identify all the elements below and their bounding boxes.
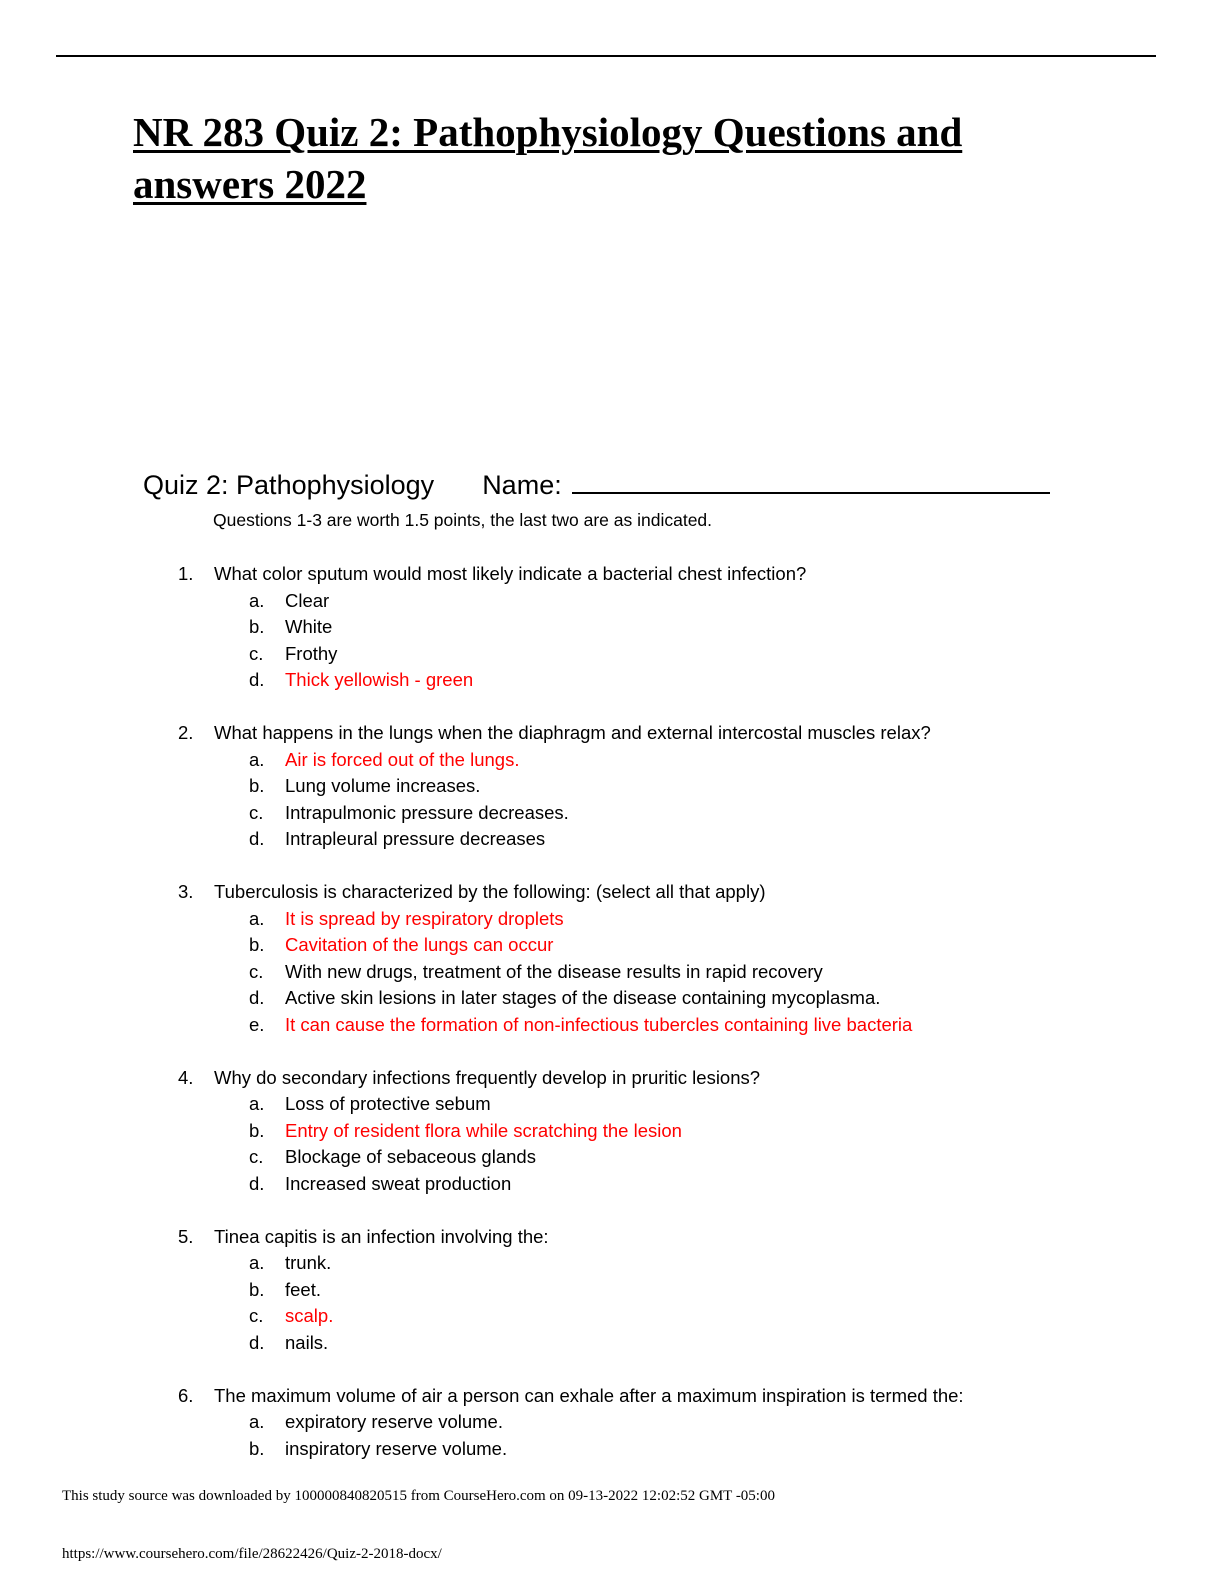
option: a. Clear	[178, 588, 1178, 615]
quiz-title: Quiz 2: Pathophysiology	[143, 470, 435, 500]
option: b. White	[178, 614, 1178, 641]
option: d. Thick yellowish - green	[178, 667, 1178, 694]
option-text: Loss of protective sebum	[285, 1093, 491, 1114]
question-number: 5.	[178, 1225, 194, 1247]
option: c. With new drugs, treatment of the disea…	[178, 959, 1178, 986]
option-letter: b.	[249, 1437, 265, 1459]
question-4: 4. Why do secondary infections frequently…	[178, 1065, 1178, 1198]
option-letter: a.	[249, 1093, 265, 1114]
option-letter: d.	[249, 1172, 265, 1194]
question-6: 6. The maximum volume of air a person can…	[178, 1383, 1178, 1463]
option: a. trunk.	[178, 1250, 1178, 1277]
option-letter: d.	[249, 669, 265, 690]
quiz-header: Quiz 2: Pathophysiology Name:	[143, 466, 1050, 504]
option-text: Clear	[285, 589, 330, 611]
option: c. scalp.	[178, 1303, 1178, 1330]
option-letter: c.	[249, 960, 264, 982]
correct-answer-text: Entry of resident flora while scratching…	[285, 1119, 682, 1141]
option-text: With new drugs, treatment of the disease…	[285, 960, 823, 982]
correct-answer-text: It is spread by respiratory droplets	[285, 907, 564, 929]
option: b. Lung volume increases.	[178, 773, 1178, 800]
option-text: expiratory reserve volume.	[285, 1411, 503, 1432]
option-letter: b.	[249, 1278, 265, 1300]
name-label: Name:	[482, 470, 562, 500]
question-5: 5. Tinea capitis is an infection involvin…	[178, 1224, 1178, 1357]
option: a. Air is forced out of the lungs.	[178, 747, 1178, 774]
question-number: 6.	[178, 1384, 194, 1406]
option-text: nails.	[285, 1331, 329, 1353]
option: d. Increased sweat production	[178, 1171, 1178, 1198]
option: b. inspiratory reserve volume.	[178, 1436, 1178, 1463]
option-text: Increased sweat production	[285, 1172, 512, 1194]
option-letter: a.	[249, 1411, 265, 1432]
option-text: Intrapleural pressure decreases	[285, 828, 546, 849]
option: d. nails.	[178, 1330, 1178, 1357]
question-number: 2.	[178, 722, 194, 743]
document-title: NR 283 Quiz 2: Pathophysiology Questions…	[133, 109, 963, 207]
question-text: Tuberculosis is characterized by the fol…	[214, 881, 766, 902]
name-blank-line	[571, 466, 1050, 494]
option: a. It is spread by respiratory droplets	[178, 906, 1178, 933]
correct-answer-text: It can cause the formation of non-infect…	[285, 1013, 913, 1035]
option: a. Loss of protective sebum	[178, 1091, 1178, 1118]
option-letter: b.	[249, 934, 265, 955]
option-letter: c.	[249, 1146, 264, 1167]
question-number: 1.	[178, 563, 194, 584]
question-text: The maximum volume of air a person can e…	[214, 1384, 964, 1406]
option-letter: d.	[249, 1331, 265, 1353]
correct-answer-text: Air is forced out of the lungs.	[285, 748, 520, 770]
question-3: 3. Tuberculosis is characterized by the f…	[178, 879, 1178, 1038]
question-number: 4.	[178, 1066, 194, 1088]
correct-answer-text: scalp.	[285, 1305, 334, 1326]
option-text: White	[285, 616, 333, 637]
option-letter: d.	[249, 987, 265, 1008]
option-letter: e.	[249, 1013, 265, 1035]
option: b. feet.	[178, 1277, 1178, 1304]
option-text: Lung volume increases.	[285, 775, 481, 796]
option-letter: c.	[249, 801, 264, 823]
question-text: What color sputum would most likely indi…	[214, 563, 807, 584]
option: c. Intrapulmonic pressure decreases.	[178, 800, 1178, 827]
option-letter: a.	[249, 1252, 265, 1273]
option-text: Active skin lesions in later stages of t…	[285, 987, 881, 1008]
option: c. Blockage of sebaceous glands	[178, 1144, 1178, 1171]
option-text: Blockage of sebaceous glands	[285, 1146, 536, 1167]
question-2: 2. What happens in the lungs when the dia…	[178, 720, 1178, 853]
option: d. Active skin lesions in later stages of…	[178, 985, 1178, 1012]
option: c. Frothy	[178, 641, 1178, 668]
option-letter: b.	[249, 1119, 265, 1141]
header-divider	[56, 55, 1156, 57]
option-letter: a.	[249, 748, 265, 770]
option-letter: a.	[249, 589, 265, 611]
option-text: inspiratory reserve volume.	[285, 1437, 508, 1459]
option: d. Intrapleural pressure decreases	[178, 826, 1178, 853]
option-text: Intrapulmonic pressure decreases.	[285, 801, 569, 823]
option-letter: a.	[249, 907, 265, 929]
option: e. It can cause the formation of non-infe…	[178, 1012, 1178, 1039]
question-text: What happens in the lungs when the diaph…	[214, 722, 931, 743]
option: b. Cavitation of the lungs can occur	[178, 932, 1178, 959]
correct-answer-text: Cavitation of the lungs can occur	[285, 934, 554, 955]
option-text: feet.	[285, 1278, 321, 1300]
option-letter: c.	[249, 642, 264, 664]
correct-answer-text: Thick yellowish - green	[285, 669, 474, 690]
option: a. expiratory reserve volume.	[178, 1409, 1178, 1436]
option-text: trunk.	[285, 1252, 332, 1273]
option-letter: d.	[249, 828, 265, 849]
option-letter: b.	[249, 775, 265, 796]
question-text: Tinea capitis is an infection involving …	[214, 1225, 549, 1247]
option-letter: c.	[249, 1305, 264, 1326]
option-text: Frothy	[285, 642, 338, 664]
question-text: Why do secondary infections frequently d…	[214, 1066, 761, 1088]
source-url-link[interactable]: https://www.coursehero.com/file/28622426…	[62, 1546, 442, 1562]
instructions: Questions 1-3 are worth 1.5 points, the …	[213, 510, 713, 530]
option: b. Entry of resident flora while scratchi…	[178, 1118, 1178, 1145]
option-letter: b.	[249, 616, 265, 637]
question-number: 3.	[178, 881, 194, 902]
question-1: 1. What color sputum would most likely in…	[178, 561, 1178, 694]
download-source-note: This study source was downloaded by 1000…	[62, 1488, 775, 1504]
question-list: 1. What color sputum would most likely in…	[178, 561, 1178, 1489]
